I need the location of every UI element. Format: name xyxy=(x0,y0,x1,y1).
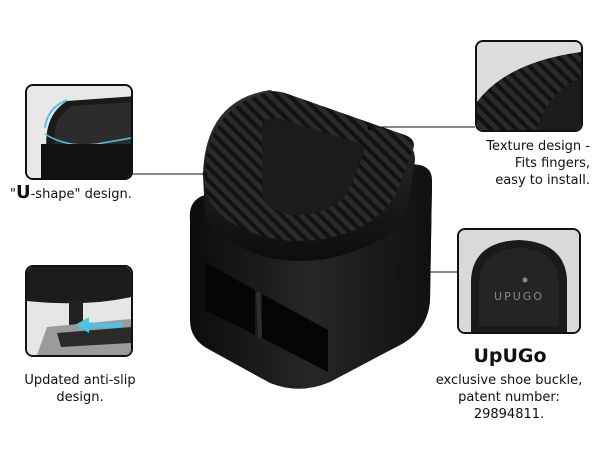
u-shape-caption-prefix: " xyxy=(10,187,16,202)
u-shape-detail-thumbnail xyxy=(25,84,133,180)
anti-slip-caption: Updated anti-slip design. xyxy=(5,372,155,406)
upugo-logo-text: UPUGO xyxy=(494,290,544,303)
brand-caption-line2: patent number: xyxy=(458,390,560,405)
logo-detail-thumbnail: UPUGO xyxy=(457,228,581,334)
u-shape-caption-letter: U xyxy=(15,182,31,203)
texture-caption-line2: Fits fingers, xyxy=(514,156,590,171)
anti-slip-caption-line1: Updated anti-slip xyxy=(24,373,136,388)
texture-detail-thumbnail xyxy=(475,40,583,132)
anti-slip-caption-line2: design. xyxy=(56,390,104,405)
u-shape-caption-suffix: -shape" design. xyxy=(30,187,132,202)
left-arrow-icon xyxy=(75,317,122,333)
texture-caption: Texture design - Fits fingers, easy to i… xyxy=(450,138,590,189)
brand-title: UpUGo xyxy=(473,345,547,367)
texture-caption-line3: easy to install. xyxy=(495,173,590,188)
brand-caption: exclusive shoe buckle, patent number: 29… xyxy=(420,372,598,423)
texture-caption-line1: Texture design - xyxy=(486,139,590,154)
patent-number: 29894811. xyxy=(473,407,545,422)
brand-caption-line1: exclusive shoe buckle, xyxy=(435,373,583,388)
anti-slip-detail-thumbnail xyxy=(25,265,133,357)
u-shape-caption: "U-shape" design. xyxy=(10,184,132,203)
